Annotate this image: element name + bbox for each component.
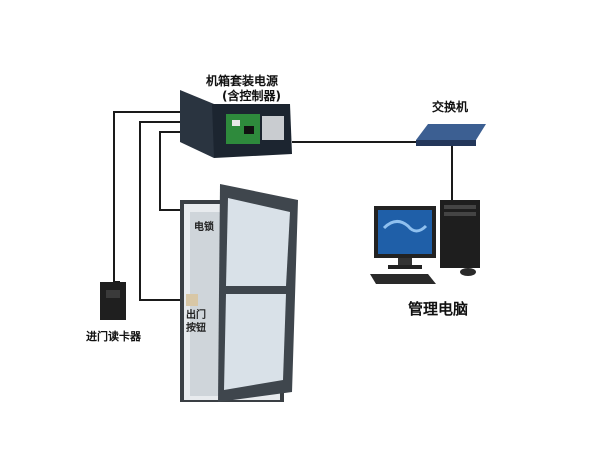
cabinet-lid	[180, 90, 214, 158]
switch-label: 交换机	[432, 100, 469, 114]
controller-board	[226, 114, 260, 144]
wire-lock	[159, 131, 190, 211]
cabinet-label-line1: 机箱套装电源	[206, 74, 279, 88]
power-supply	[262, 116, 284, 140]
management-pc	[370, 200, 480, 284]
pc-tower	[440, 200, 480, 268]
pc-label: 管理电脑	[408, 300, 469, 318]
keyboard	[370, 274, 436, 284]
cabinet-controller	[180, 90, 292, 158]
exit-button	[186, 294, 198, 306]
exit-button-label-line1: 出门	[186, 310, 206, 321]
exit-button-label-line2: 按钮	[186, 323, 206, 334]
reader-label: 进门读卡器	[86, 330, 141, 343]
mouse	[460, 268, 476, 276]
wire-exit-button	[139, 121, 192, 301]
monitor-screen	[378, 210, 432, 254]
cabinet-label-line2: (含控制器)	[222, 89, 281, 103]
wire-reader	[113, 111, 186, 283]
door	[180, 184, 298, 402]
network-switch	[416, 124, 486, 146]
lock-label: 电锁	[194, 222, 214, 233]
card-reader	[100, 282, 126, 320]
